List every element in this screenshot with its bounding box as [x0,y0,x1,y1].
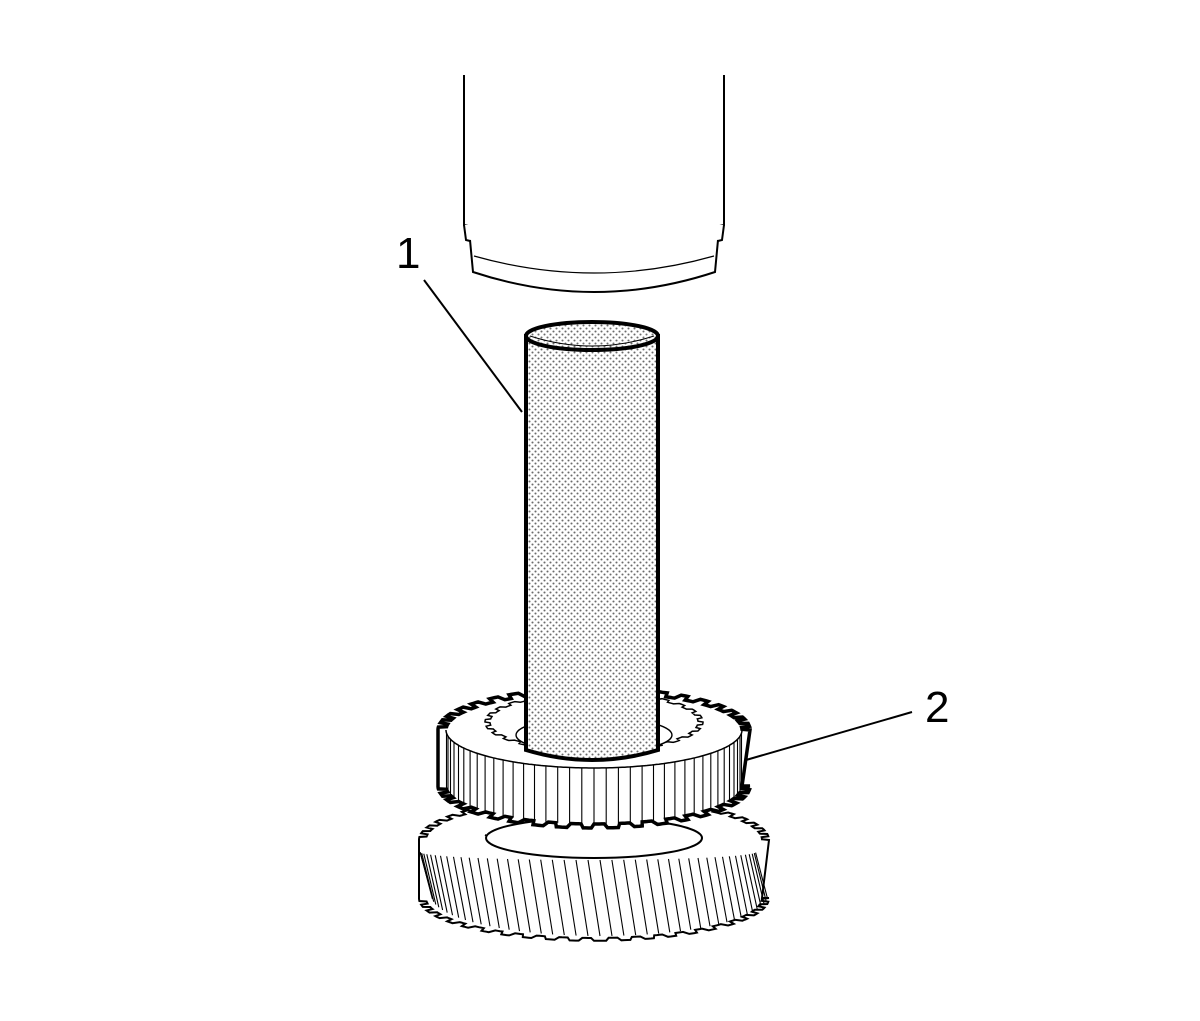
gear-tooth-line [634,859,648,935]
gear-tooth-line [706,857,720,925]
gear-tooth-line [744,854,758,911]
gear-tooth-line [667,858,682,932]
leader-line-1 [423,279,523,413]
gear-tooth-line [734,855,749,916]
gear-tooth-line [430,854,444,911]
gear-tooth-line [623,859,637,936]
gear-tooth-line [721,856,736,921]
leader-line-2 [745,711,913,761]
gear-tooth-line [528,859,542,934]
gear-tooth-line [426,854,440,908]
callout-label-2: 2 [925,683,950,732]
gear-tooth-line [688,858,702,929]
press-ram [463,75,725,293]
gear-tooth-line [697,857,711,927]
gear-tooth-line [755,852,769,900]
gear-tooth-line [740,855,754,913]
gear-tooth-line [599,859,613,936]
gear-tooth-line [477,857,491,927]
helical-gear [418,796,771,942]
gear-tooth-line [587,859,601,937]
installer-tube [524,320,660,762]
gear-tooth-line [657,859,671,933]
gear-tooth-line [728,856,742,918]
gear-tooth-line [751,853,765,905]
gear-tooth-line [517,859,531,933]
gear-tooth-line [439,855,454,916]
gear-tooth-line [753,852,767,902]
gear-tooth-line [678,858,692,930]
gear-tooth-line [419,852,433,900]
gear-tooth-line [421,852,435,902]
gear-tooth-line [563,859,577,936]
gear-tooth-line [506,858,521,932]
gear-tooth-line [551,859,565,936]
gear-tooth-line [434,855,448,913]
gear-tooth-line [486,858,500,929]
gear-tooth-line [446,856,460,918]
gear-tooth-line [460,857,474,923]
gear-tooth-line [748,854,762,908]
gear-tooth-line [646,859,660,934]
callout-label-1: 1 [396,229,421,278]
gear-tooth-line [423,853,437,905]
gear-tooth-line [575,859,589,936]
gear-tooth-line [496,858,510,930]
gear-tooth-line [468,857,482,925]
gear-tooth-line [452,856,467,921]
gear-tooth-line [611,859,625,936]
gear-tooth-line [714,857,728,923]
gear-tooth-line [540,859,554,935]
leader-lines [423,279,913,761]
